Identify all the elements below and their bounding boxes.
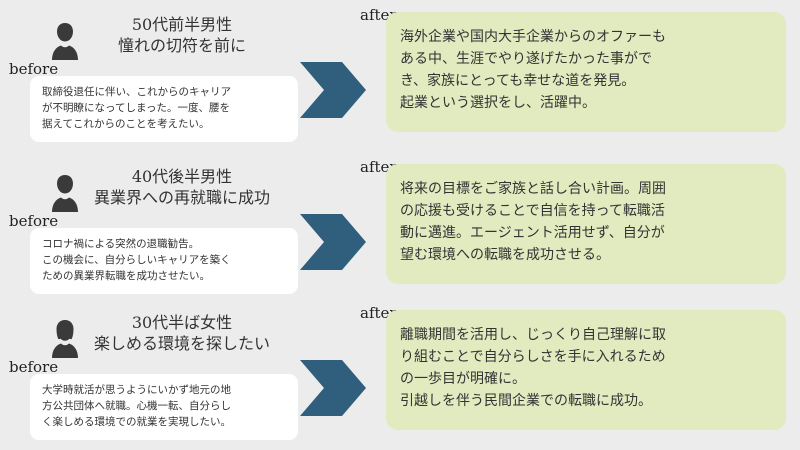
case-header: 40代後半男性 異業界への再就職に成功 xyxy=(82,166,282,208)
after-text-line: 動に邁進。エージェント活用せず、自分が xyxy=(400,225,665,241)
before-text-line: ための異業界転職を成功させたい。 xyxy=(42,270,210,282)
after-text-line: 引越しを伴う民間企業での転職に成功。 xyxy=(400,393,652,409)
male-user-icon xyxy=(50,20,80,60)
after-text-line: り組むことで自分らしさを手に入れるため xyxy=(400,349,666,365)
before-label: before xyxy=(9,212,59,230)
male-user-icon xyxy=(50,172,80,212)
before-text-line: く楽しめる環境での就業を実現したい。 xyxy=(42,416,231,428)
before-card: コロナ禍による突然の退職勧告。 この機会に、自分らしいキャリアを築く ための異業… xyxy=(30,228,298,294)
after-text-line: 海外企業や国内大手企業からのオファーも xyxy=(400,29,666,45)
female-user-icon xyxy=(50,318,80,358)
before-card: 大学時就活が思うようにいかず地元の地 方公共団体へ就職。心機一転、自分らし く楽… xyxy=(30,374,298,440)
before-card: 取締役退任に伴い、これからのキャリア が不明瞭になってしまった。一度、腰を 据え… xyxy=(30,76,298,142)
case-header-line: 50代前半男性 xyxy=(131,15,233,34)
case-header: 30代半ば女性 楽しめる環境を探したい xyxy=(82,312,282,354)
case-row-1: 50代前半男性 憧れの切符を前に before 取締役退任に伴い、これからのキャ… xyxy=(0,0,800,150)
after-text-line: ある中、生涯でやり遂げたかった事がで xyxy=(400,51,652,67)
after-card: 海外企業や国内大手企業からのオファーも ある中、生涯でやり遂げたかった事がで き… xyxy=(386,12,786,132)
after-card: 離職期間を活用し、じっくり自己理解に取 り組むことで自分らしさを手に入れるため … xyxy=(386,310,786,430)
chevron-right-arrow-icon xyxy=(300,360,366,416)
case-header-line: 30代半ば女性 xyxy=(131,313,233,332)
before-text-line: 大学時就活が思うようにいかず地元の地 xyxy=(42,384,231,396)
chevron-right-arrow-icon xyxy=(300,62,366,118)
case-header: 50代前半男性 憧れの切符を前に xyxy=(82,14,282,56)
after-text-line: 離職期間を活用し、じっくり自己理解に取 xyxy=(400,327,666,343)
case-row-3: 30代半ば女性 楽しめる環境を探したい before 大学時就活が思うようにいか… xyxy=(0,298,800,448)
before-label: before xyxy=(9,60,59,78)
before-text-line: この機会に、自分らしいキャリアを築く xyxy=(42,254,231,266)
after-text-line: の一歩目が明確に。 xyxy=(400,371,526,387)
after-card: 将来の目標をご家族と話し合い計画。周囲 の応援も受けることで自信を持って転職活 … xyxy=(386,164,786,284)
chevron-right-arrow-icon xyxy=(300,214,366,270)
before-text-line: 取締役退任に伴い、これからのキャリア xyxy=(42,86,231,98)
case-header-line: 楽しめる環境を探したい xyxy=(93,334,270,353)
case-header-line: 40代後半男性 xyxy=(131,167,233,186)
after-text-line: 将来の目標をご家族と話し合い計画。周囲 xyxy=(400,181,666,197)
case-header-line: 憧れの切符を前に xyxy=(117,36,246,55)
case-row-2: 40代後半男性 異業界への再就職に成功 before コロナ禍による突然の退職勧… xyxy=(0,152,800,302)
before-text-line: 据えてこれからのことを考えたい。 xyxy=(42,118,210,130)
before-label: before xyxy=(9,358,59,376)
before-text-line: コロナ禍による突然の退職勧告。 xyxy=(42,238,200,250)
before-text-line: が不明瞭になってしまった。一度、腰を xyxy=(42,102,231,114)
after-text-line: き、家族にとっても幸せな道を発見。 xyxy=(400,73,636,89)
after-text-line: 起業という選択をし、活躍中。 xyxy=(400,95,596,111)
case-header-line: 異業界への再就職に成功 xyxy=(93,188,270,207)
after-text-line: の応援も受けることで自信を持って転職活 xyxy=(400,203,665,219)
after-text-line: 望む環境への転職を成功させる。 xyxy=(400,247,610,263)
before-text-line: 方公共団体へ就職。心機一転、自分らし xyxy=(42,400,231,412)
